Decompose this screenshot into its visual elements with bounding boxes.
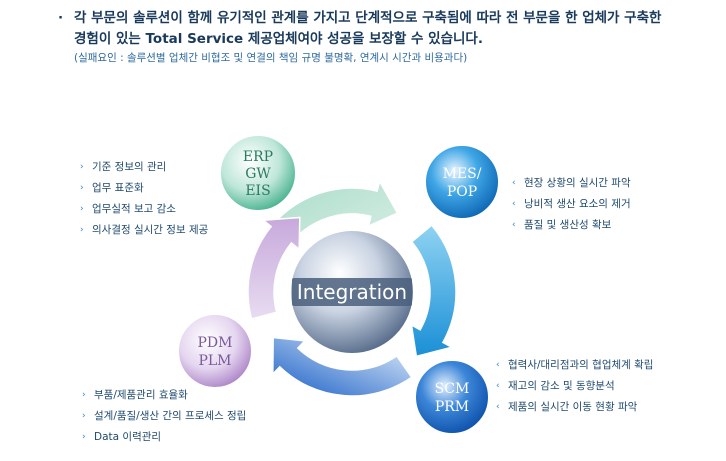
- arrow-right-icon: ›: [80, 225, 84, 235]
- arrow-left-icon: ‹: [512, 199, 516, 209]
- list-item: ›업무 표준화: [78, 178, 208, 199]
- scm-label-1: SCM: [435, 381, 470, 397]
- arrow-left-icon: ‹: [512, 220, 516, 230]
- list-item: ›업무실적 보고 감소: [78, 199, 208, 220]
- list-item: ›부품/제품관리 효율화: [80, 385, 246, 406]
- arrow-left-icon: ‹: [496, 402, 500, 412]
- scm-benefits-list: ‹협력사/대리점과의 협업체계 확립 ‹재고의 감소 및 동향분석 ‹제품의 실…: [494, 355, 653, 418]
- arrow-right-icon: ›: [80, 204, 84, 214]
- headline-line-2: 경험이 있는 Total Service 제공업체여야 성공을 보장할 수 있습…: [74, 31, 483, 47]
- arrow-pdm-to-erp: [247, 216, 301, 320]
- erp-label-3: EIS: [245, 183, 270, 199]
- arrow-scm-to-pdm: [272, 336, 413, 397]
- list-item: ‹현장 상황의 실시간 파악: [510, 173, 631, 194]
- list-item: ‹품질 및 생산성 확보: [510, 215, 631, 236]
- node-scm: SCM PRM: [414, 359, 490, 435]
- pdm-label-1: PDM: [198, 335, 233, 351]
- headline-bullet: ·: [58, 10, 64, 26]
- arrow-right-icon: ›: [82, 411, 86, 421]
- pdm-benefits-list: ›부품/제품관리 효율화 ›설계/품질/생산 간의 프로세스 정립 ›Data …: [80, 385, 246, 448]
- cycle-arrows: [247, 179, 457, 397]
- list-item: ›설계/품질/생산 간의 프로세스 정립: [80, 406, 246, 427]
- erp-benefits-list: ›기준 정보의 관리 ›업무 표준화 ›업무실적 보고 감소 ›의사결정 실시간…: [78, 157, 208, 241]
- scm-label-2: PRM: [435, 399, 469, 415]
- headline: · 각 부문의 솔루션이 함께 유기적인 관계를 가지고 단계적으로 구축됨에 …: [58, 8, 722, 50]
- list-item: ‹재고의 감소 및 동향분석: [494, 376, 653, 397]
- integration-sphere: Integration: [289, 229, 415, 355]
- arrow-left-icon: ‹: [512, 178, 516, 188]
- arrow-right-icon: ›: [80, 183, 84, 193]
- arrow-right-icon: ›: [82, 432, 86, 442]
- mes-benefits-list: ‹현장 상황의 실시간 파악 ‹낭비적 생산 요소의 제거 ‹품질 및 생산성 …: [510, 173, 631, 236]
- pdm-label-2: PLM: [198, 353, 231, 369]
- list-item: ›기준 정보의 관리: [78, 157, 208, 178]
- list-item: ›Data 이력관리: [80, 427, 246, 448]
- failure-factors-note: (실패요인 : 솔루션별 업체간 비협조 및 연결의 책임 규명 불명확, 연계…: [74, 52, 468, 64]
- headline-line-1: 각 부문의 솔루션이 함께 유기적인 관계를 가지고 단계적으로 구축됨에 따라…: [74, 10, 662, 26]
- list-item: ‹낭비적 생산 요소의 제거: [510, 194, 631, 215]
- arrow-right-icon: ›: [80, 162, 84, 172]
- arrow-left-icon: ‹: [496, 381, 500, 391]
- list-item: ‹협력사/대리점과의 협업체계 확립: [494, 355, 653, 376]
- erp-label-2: GW: [245, 166, 271, 182]
- integration-label: Integration: [297, 280, 407, 304]
- mes-label-2: POP: [447, 184, 477, 200]
- arrow-left-icon: ‹: [496, 360, 500, 370]
- list-item: ›의사결정 실시간 정보 제공: [78, 220, 208, 241]
- arrow-right-icon: ›: [82, 390, 86, 400]
- node-mes: MES/ POP: [424, 144, 500, 220]
- node-pdm: PDM PLM: [177, 313, 253, 389]
- list-item: ‹제품의 실시간 이동 현황 파악: [494, 397, 653, 418]
- arrow-mes-to-scm: [410, 224, 457, 358]
- node-erp: ERP GW EIS: [219, 134, 297, 212]
- mes-label-1: MES/: [443, 166, 482, 182]
- erp-label-1: ERP: [243, 149, 273, 165]
